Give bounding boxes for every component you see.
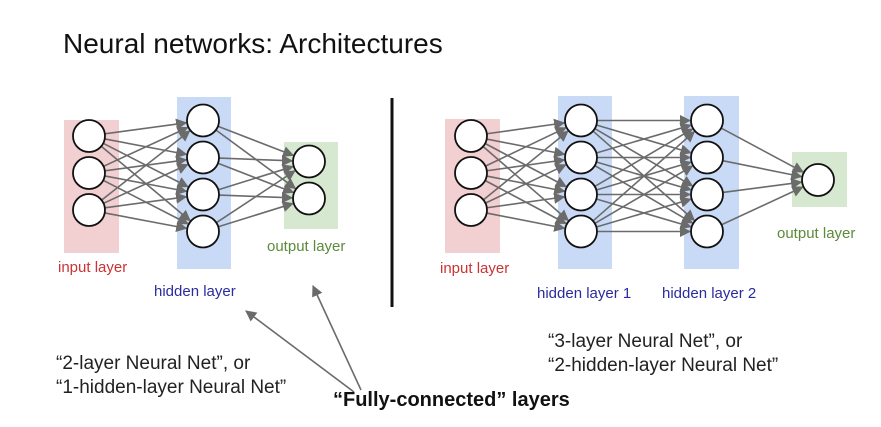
net2-edge-0-0-0 <box>486 118 566 135</box>
net1-edge-1-1-0 <box>218 154 294 167</box>
left-caption-line-1: “2-layer Neural Net”, or <box>56 353 251 374</box>
right-caption-line-2: “2-hidden-layer Neural Net” <box>548 355 779 376</box>
net2-edge-1-1-0 <box>596 122 692 154</box>
net2-edge-2-3-0 <box>721 186 804 226</box>
net1-edge-0-0-0 <box>104 118 188 135</box>
net1-input-neuron-0-2 <box>72 193 106 227</box>
net2-hidden-neuron-2-1 <box>690 140 724 175</box>
net1-edge-0-2-2 <box>104 192 188 209</box>
net2-edge-0-2-3 <box>486 212 566 232</box>
net2-hidden-neuron-1-2 <box>564 177 598 212</box>
left-output-layer-label: output layer <box>267 238 346 255</box>
net1-input-neuron-0-1 <box>72 156 106 190</box>
right-input-layer-label: input layer <box>440 260 510 277</box>
net2-edge-1-3-1 <box>594 165 694 225</box>
net1-hidden-neuron-1-2 <box>186 177 220 212</box>
net2-input-neuron-0-0 <box>454 119 488 153</box>
net2-hidden-neuron-2-3 <box>690 214 724 249</box>
net2-input-neuron-0-2 <box>454 193 488 227</box>
net1-edge-1-2-0 <box>218 164 294 191</box>
net2-edge-1-2-0 <box>594 128 694 188</box>
net2-edge-2-1-0 <box>722 159 803 181</box>
net1-hidden-neuron-1-0 <box>186 103 220 138</box>
net2-hidden-neuron-1-0 <box>564 103 598 138</box>
net1-hidden-neuron-1-1 <box>186 140 220 175</box>
net1-edge-1-3-1 <box>218 201 294 228</box>
pointer-arrow-output-layer <box>312 284 362 391</box>
net2-edge-2-0-0 <box>720 127 805 173</box>
slide-title: Neural networks: Architectures <box>63 28 443 59</box>
net1-edge-0-2-3 <box>104 212 188 232</box>
net1-edge-0-2-1 <box>103 163 189 205</box>
net2-hidden-neuron-2-0 <box>690 103 724 138</box>
net1-input-neuron-0-0 <box>72 119 106 153</box>
right-output-layer-label: output layer <box>777 225 856 242</box>
net2-output-neuron-3-0 <box>801 163 835 197</box>
net2-hidden-neuron-2-2 <box>690 177 724 212</box>
right-caption: “3-layer Neural Net”, or “2-hidden-layer… <box>548 330 778 378</box>
net2-input-neuron-0-1 <box>454 156 488 190</box>
net1-edge-1-3-0 <box>215 170 296 224</box>
net2-edge-0-2-0 <box>482 130 569 201</box>
pointer-arrow-hidden-layer <box>245 310 355 393</box>
net2-edge-1-3-2 <box>596 196 692 228</box>
fully-connected-label: “Fully-connected” layers <box>333 389 570 411</box>
net2-hidden-neuron-1-1 <box>564 140 598 175</box>
net1-edge-0-1-0 <box>103 126 189 168</box>
left-input-layer-label: input layer <box>58 259 128 276</box>
net2-edge-2-2-0 <box>722 177 803 194</box>
net2-edge-1-3-0 <box>592 130 696 222</box>
left-caption-line-2: “1-hidden-layer Neural Net” <box>56 377 287 398</box>
net1-edge-0-2-0 <box>101 130 191 201</box>
net1-edge-1-0-0 <box>217 125 295 157</box>
net1-hidden-neuron-1-3 <box>186 214 220 249</box>
left-hidden-layer-label: hidden layer <box>154 283 236 300</box>
right-caption-line-1: “3-layer Neural Net”, or <box>548 331 743 352</box>
net1-output-neuron-2-0 <box>292 144 326 179</box>
net2-edge-0-2-1 <box>485 164 567 204</box>
net1-output-neuron-2-1 <box>292 181 326 216</box>
net2-hidden-neuron-1-3 <box>564 214 598 249</box>
net2-edge-0-2-2 <box>486 192 566 209</box>
net2-edge-0-1-0 <box>485 127 567 167</box>
right-hidden-layer-2-label: hidden layer 2 <box>662 285 757 302</box>
left-caption: “2-layer Neural Net”, or “1-hidden-layer… <box>56 352 286 400</box>
right-hidden-layer-1-label: hidden layer 1 <box>537 285 632 302</box>
